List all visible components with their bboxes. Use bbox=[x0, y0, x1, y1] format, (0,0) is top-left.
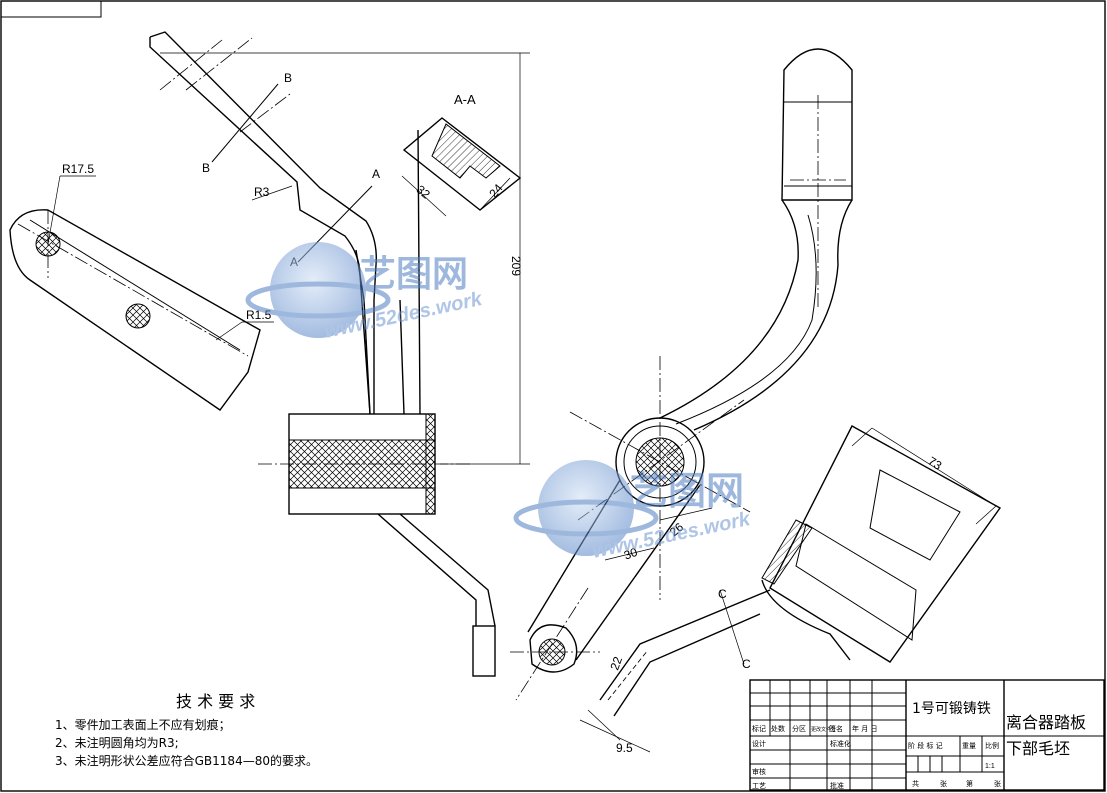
lower-lever-end bbox=[472, 625, 496, 677]
left-pedal-view bbox=[9, 31, 530, 677]
dim-26-line bbox=[659, 507, 713, 521]
upper-arm-left-edge bbox=[149, 37, 371, 415]
tb-header-zone: 分区 bbox=[792, 724, 806, 733]
tb-header-mark: 标记 bbox=[752, 724, 766, 733]
right-pedal-view bbox=[510, 48, 853, 701]
clutch-plate-outline bbox=[769, 425, 1002, 663]
shaft-inner-edge bbox=[399, 299, 405, 415]
watermark-ring-icon bbox=[245, 281, 391, 319]
section-mark-c-bottom: C bbox=[742, 657, 751, 671]
watermark-1: 艺图网 www.52des.work bbox=[245, 242, 485, 343]
tb-header-change-doc: 更改文件号 bbox=[811, 726, 836, 733]
tb-sheet-unit-2: 张 bbox=[994, 779, 1001, 788]
dim-32: 32 bbox=[414, 182, 433, 202]
section-mark-b-bottom: B bbox=[202, 161, 210, 175]
requirement-2: 2、未注明圆角均为R3; bbox=[55, 735, 179, 750]
upper-arm-right-edge bbox=[149, 31, 377, 414]
tb-stage-label: 阶 段 标 记 bbox=[908, 741, 943, 750]
section-aa-label: A-A bbox=[454, 92, 476, 107]
tb-part-name-1: 离合器踏板 bbox=[1006, 713, 1086, 732]
dim-30-arc bbox=[604, 547, 655, 561]
tb-sheet-total: 共 bbox=[912, 779, 919, 788]
hub-diag-centerline bbox=[569, 411, 751, 513]
title-block bbox=[749, 679, 1105, 791]
requirement-3: 3、未注明形状公差应符合GB1184—80的要求。 bbox=[55, 753, 318, 768]
dim-r175: R17.5 bbox=[62, 162, 94, 176]
dim-73-line bbox=[871, 427, 997, 507]
dim-73: 73 bbox=[926, 454, 945, 473]
foot-pad-hole-2 bbox=[125, 303, 151, 329]
watermark-brand-2: 艺图网 bbox=[630, 469, 744, 513]
tb-sheet-current: 第 bbox=[966, 779, 973, 788]
lower-arm-centerline bbox=[515, 587, 589, 701]
section-line-b bbox=[211, 83, 279, 163]
tb-material: 1号可锻铸铁 bbox=[912, 701, 991, 717]
section-aa-detail bbox=[401, 117, 522, 217]
dim-32-line bbox=[401, 175, 447, 217]
requirements-heading: 技 术 要 求 bbox=[176, 692, 255, 711]
tb-part-name-2: 下部毛坯 bbox=[1006, 739, 1070, 758]
pedal-rod-mid-edge bbox=[675, 214, 817, 425]
pedal-rod-inner-edge bbox=[693, 199, 853, 431]
dim-r3: R3 bbox=[254, 185, 270, 199]
dim-24-line bbox=[479, 177, 511, 211]
tb-scale-label: 比例 bbox=[985, 741, 999, 750]
foot-pad-centerline bbox=[17, 223, 249, 357]
tb-role-review: 审核 bbox=[752, 767, 766, 776]
watermark-ring-icon-2 bbox=[513, 499, 659, 537]
small-hub-outline bbox=[529, 624, 578, 673]
shaft-edge bbox=[417, 129, 421, 415]
tb-std-role-approve: 批准 bbox=[830, 781, 844, 790]
pedal-rod-outer-edge bbox=[659, 199, 799, 419]
section-aa-hatch bbox=[431, 123, 501, 179]
clutch-section-hatch bbox=[761, 519, 813, 585]
tb-role-design: 设计 bbox=[752, 739, 766, 748]
clutch-plate-window bbox=[869, 469, 961, 561]
clutch-link-arm bbox=[599, 589, 771, 717]
lower-lever bbox=[377, 513, 496, 627]
dim-22-line bbox=[587, 709, 621, 741]
tb-role-process: 工艺 bbox=[752, 782, 766, 790]
clutch-link-hidden bbox=[607, 649, 649, 701]
tb-scale-value: 1:1 bbox=[985, 763, 995, 770]
clutch-plate-inner bbox=[795, 523, 917, 641]
clutch-arm-view bbox=[579, 425, 1002, 753]
tb-sheet-unit-1: 张 bbox=[940, 779, 947, 788]
dim-95: 9.5 bbox=[616, 741, 633, 755]
section-line-c bbox=[719, 589, 745, 665]
upper-arm-centerlines bbox=[159, 37, 291, 133]
clutch-link-edge bbox=[761, 579, 851, 661]
foot-pad-inner-edge bbox=[29, 219, 241, 351]
pedal-rod-top bbox=[781, 48, 853, 201]
tb-header-sign: 签名 bbox=[829, 724, 843, 733]
dim-73-ext-1 bbox=[851, 427, 873, 447]
dim-24: 24 bbox=[486, 181, 506, 200]
watermark-2: 艺图网 www.52des.work bbox=[513, 460, 753, 563]
r175-leader bbox=[47, 175, 61, 245]
dim-22: 22 bbox=[607, 654, 625, 672]
tb-std-role-standard: 标准化 bbox=[830, 739, 851, 748]
requirement-1: 1、零件加工表面上不应有划痕； bbox=[55, 717, 231, 732]
dim-209: 209 bbox=[509, 256, 523, 276]
section-mark-a-top: A bbox=[372, 167, 380, 181]
dim-95-line bbox=[579, 719, 651, 753]
tb-header-date: 年 月 日 bbox=[852, 724, 877, 733]
foot-pad-arm bbox=[9, 209, 261, 411]
tb-header-count: 处数 bbox=[771, 724, 785, 733]
corner-tag-box bbox=[0, 0, 102, 18]
section-mark-c-top: C bbox=[718, 587, 727, 601]
dim-73-ext-2 bbox=[975, 505, 997, 525]
title-block-frame bbox=[749, 679, 1105, 791]
r3-leader bbox=[251, 185, 293, 201]
watermark-brand-1: 艺图网 bbox=[360, 254, 468, 295]
section-mark-b-top: B bbox=[284, 71, 292, 85]
r15-leader bbox=[215, 321, 243, 341]
dim-30: 30 bbox=[622, 545, 640, 563]
tb-weight-label: 重量 bbox=[962, 742, 976, 750]
